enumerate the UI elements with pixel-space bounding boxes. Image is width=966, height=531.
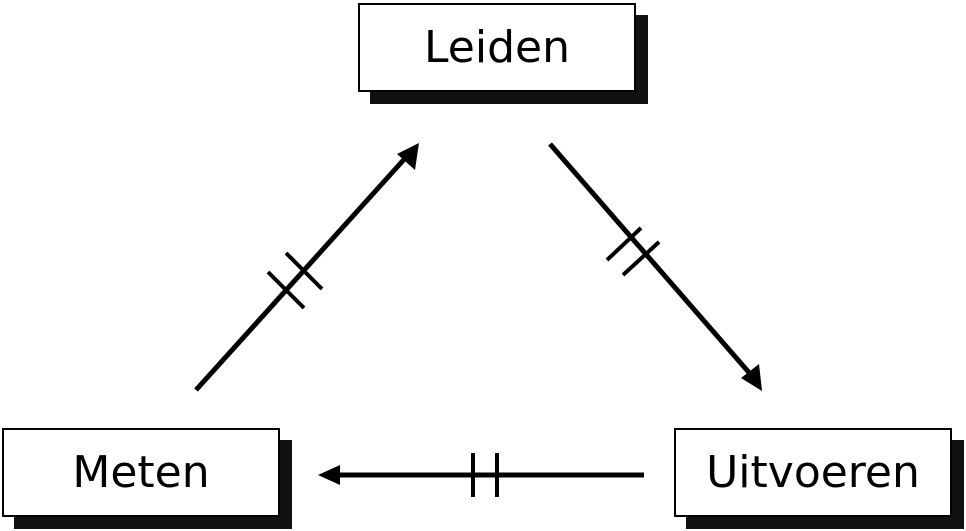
arrowhead-uitvoeren-icon [741,364,762,391]
edge-line-leiden-uitvoeren [548,142,754,378]
tick-mark [266,270,306,310]
arrowhead-meten-icon [318,465,340,485]
edge-leiden-to-uitvoeren [548,142,762,391]
node-label-meten: Meten [72,446,210,498]
tick-mark [621,240,661,277]
node-leiden: Leiden [358,3,636,92]
edge-uitvoeren-to-meten [318,453,644,497]
arrowhead-leiden-icon [397,143,419,170]
tick-mark [605,226,643,262]
tick-mark [284,251,324,291]
node-label-leiden: Leiden [424,21,570,73]
node-uitvoeren: Uitvoeren [674,428,952,517]
edge-line-meten-leiden [194,153,410,392]
node-label-uitvoeren: Uitvoeren [706,446,920,498]
edge-meten-to-leiden [194,143,419,392]
node-meten: Meten [2,428,280,517]
